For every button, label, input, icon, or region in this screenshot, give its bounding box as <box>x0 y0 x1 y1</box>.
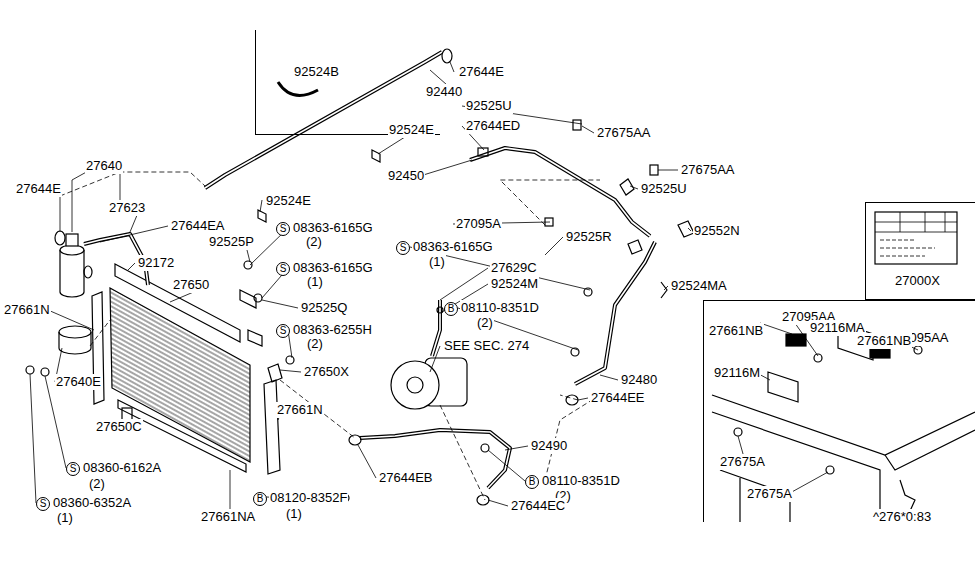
callout-number: 27644E <box>458 64 505 80</box>
fastener-symbol: S <box>36 497 50 511</box>
callout-number: 08363-6165G <box>292 260 374 276</box>
callout-number: 27661N <box>3 302 51 318</box>
callout-number: 92524E <box>265 193 312 209</box>
inset-panel: 27000X <box>865 202 975 300</box>
callout-number: 08363-6255H <box>292 322 373 338</box>
callout-number: 27644EB <box>378 470 434 486</box>
callout-number: 92525U <box>640 181 688 197</box>
callout-number: (1) <box>306 274 324 290</box>
callout-number: 27640 <box>85 158 123 174</box>
callout-number: 08360-6352A <box>52 495 132 511</box>
callout-number: (1) <box>285 506 303 522</box>
callout-number: ^276*0:83 <box>872 509 932 525</box>
part-number: 27661NB <box>708 323 764 339</box>
callout-number: SEE SEC. 274 <box>443 338 530 354</box>
callout-number: 92440 <box>425 84 463 100</box>
callout-number: 27675AA <box>596 125 652 141</box>
fastener-symbol: B <box>444 302 458 316</box>
fastener-symbol: B <box>253 492 267 506</box>
callout-number: 92480 <box>620 372 658 388</box>
callout-number: 27644EC <box>510 498 566 514</box>
callout-number: 92525U <box>465 98 513 114</box>
callout-number: (1) <box>56 510 74 526</box>
inset-panel: 27661NB27095AA92116MA27095AA27661NB92116… <box>703 300 975 522</box>
callout-number: (2) <box>306 336 324 352</box>
callout-number: 08120-8352F <box>269 490 348 506</box>
callout-number: 92525R <box>565 229 613 245</box>
part-number: 92116M <box>713 365 761 381</box>
callout-number: 08110-8351D <box>541 473 621 489</box>
part-number: 27675A <box>746 486 793 502</box>
fastener-symbol: S <box>396 241 410 255</box>
callout-number: 27650C <box>95 419 143 435</box>
callout-number: (2) <box>305 234 323 250</box>
part-number: 27661NB <box>856 333 912 349</box>
fastener-symbol: S <box>276 324 290 338</box>
callout-number: 27644ED <box>465 118 521 134</box>
callout-number: 92524M <box>490 276 539 292</box>
callout-number: (1) <box>428 254 446 270</box>
callout-number: 27661NA <box>200 509 256 525</box>
fastener-symbol: S <box>66 462 80 476</box>
callout-number: 27675AA <box>680 162 736 178</box>
callout-number: 08110-8351D <box>460 300 540 316</box>
fastener-symbol: B <box>525 475 539 489</box>
part-number: 27675A <box>719 454 766 470</box>
part-number: 27000X <box>894 273 941 289</box>
inset-panel: 92524B <box>255 30 440 135</box>
callout-number: (2) <box>476 315 494 331</box>
callout-number: 92172 <box>137 255 175 271</box>
callout-number: 92524MA <box>670 278 728 294</box>
part-number: 92524B <box>293 64 340 80</box>
callout-number: 92525Q <box>300 300 348 316</box>
callout-number: 92552N <box>693 223 741 239</box>
callout-number: 08363-6165G <box>412 239 494 255</box>
callout-number: 27644EA <box>170 218 226 234</box>
callout-number: 92524E <box>388 122 435 138</box>
callout-number: 92525P <box>208 234 255 250</box>
callout-number: 92490 <box>530 438 568 454</box>
callout-number: 27661N <box>276 402 324 418</box>
fastener-symbol: S <box>276 222 290 236</box>
callout-number: 27650X <box>303 364 350 380</box>
callout-number: 27644E <box>15 181 62 197</box>
callout-number: 27629C <box>490 260 538 276</box>
callout-number: 27095A <box>455 216 502 232</box>
callout-number: 92450 <box>387 168 425 184</box>
callout-number: (2) <box>88 476 106 492</box>
callout-number: 08360-6162A <box>82 460 162 476</box>
callout-number: 27644EE <box>590 390 646 406</box>
callout-number: 27650 <box>172 277 210 293</box>
callout-number: 27640E <box>55 374 102 390</box>
callout-number: 27623 <box>108 200 146 216</box>
fastener-symbol: S <box>276 262 290 276</box>
